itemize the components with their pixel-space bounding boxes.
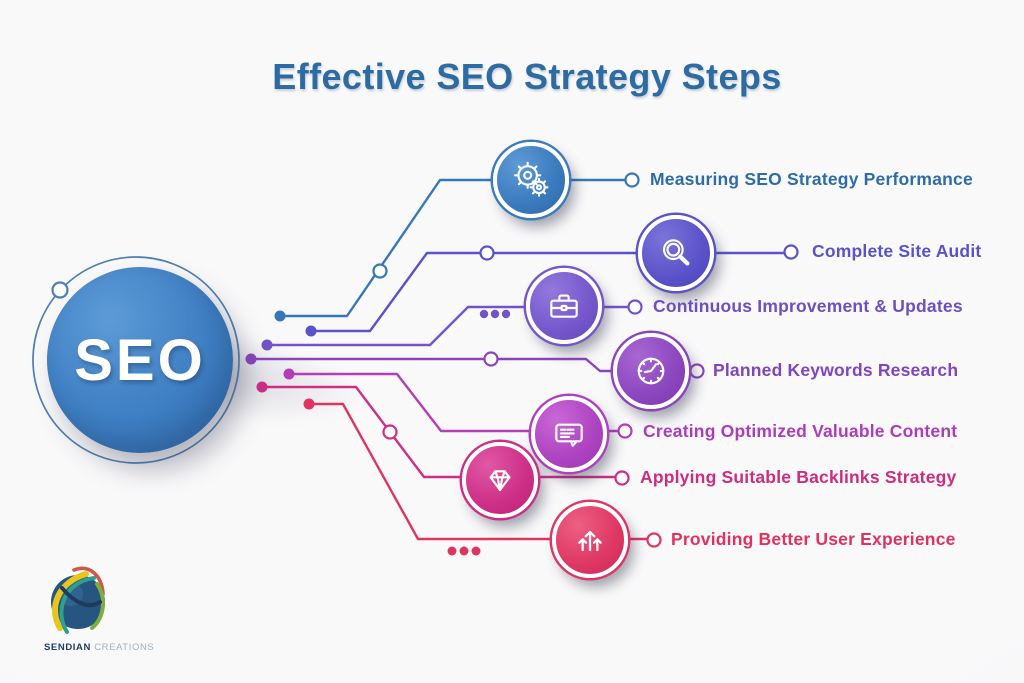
brand-name-primary: SENDIAN — [44, 642, 91, 653]
connector-step-2 — [309, 251, 793, 333]
brand-name: SENDIAN CREATIONS — [44, 642, 154, 653]
mid-line-nodes — [372, 245, 499, 440]
hub-ring-node — [51, 281, 69, 299]
briefcase-icon — [550, 294, 578, 318]
label-nodes — [614, 172, 799, 548]
step-label-keywords: Planned Keywords Research — [713, 360, 959, 380]
step-circle-keywords — [613, 333, 689, 409]
step-label-content: Creating Optimized Valuable Content — [643, 421, 958, 441]
dot-trio-step-7 — [447, 546, 481, 556]
clock-icon — [637, 357, 665, 385]
page-title: Effective SEO Strategy Steps — [272, 56, 782, 97]
brand-name-secondary: CREATIONS — [94, 642, 155, 653]
seo-hub-label: SEO — [74, 327, 206, 393]
step-label-backlinks: Applying Suitable Backlinks Strategy — [640, 467, 957, 487]
sendian-logo — [51, 566, 105, 634]
step-circle-content — [531, 396, 607, 472]
hub-start-dots — [245, 310, 317, 410]
step-label-audit: Complete Site Audit — [812, 241, 982, 261]
step-label-measuring: Measuring SEO Strategy Performance — [650, 169, 973, 189]
connector-step-7 — [307, 402, 656, 541]
gears-icon — [514, 161, 549, 197]
step-label-user-experience: Providing Better User Experience — [671, 529, 956, 549]
chat-icon — [555, 423, 583, 447]
step-label-improvement: Continuous Improvement & Updates — [653, 296, 963, 316]
diamond-icon — [489, 470, 511, 492]
seo-hub-circle: SEO — [47, 267, 233, 453]
step-circle-improvement — [526, 268, 602, 344]
dot-trio-step-3 — [479, 309, 511, 319]
step-circle-measuring — [493, 142, 569, 218]
step-circle-backlinks — [462, 442, 538, 518]
step-circle-user-experience — [552, 502, 628, 578]
step-circle-audit — [638, 215, 714, 291]
hub-ring — [32, 256, 240, 464]
magnifier-icon — [662, 239, 690, 266]
arrows-up-icon — [578, 530, 602, 552]
